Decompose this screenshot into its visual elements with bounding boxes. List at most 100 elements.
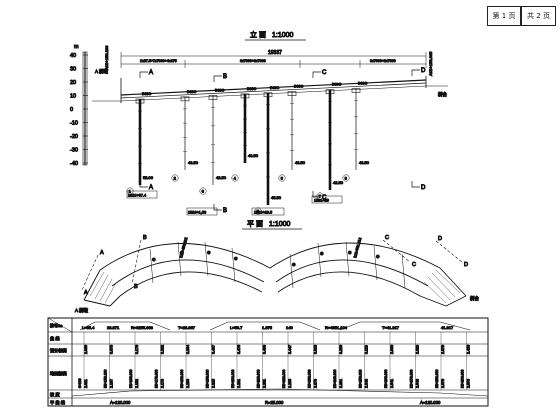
- axis-tick-label: -10: [70, 120, 78, 126]
- box-mark: D30C: [215, 88, 225, 92]
- row-label-plancurve: 平 曲 线: [50, 399, 66, 406]
- section-letter: B: [223, 208, 227, 214]
- box-label-4: 1521+29: [314, 199, 329, 203]
- section-letter: A: [149, 185, 153, 191]
- plan-section-line: [435, 240, 463, 263]
- end-station: AK0+158.665: [428, 51, 433, 76]
- box-mark: D30C: [270, 86, 280, 90]
- box-label-3: 1518+19.5: [254, 211, 272, 215]
- station-label: K0+180.000: [180, 370, 184, 388]
- design-elev: 3.304: [186, 345, 190, 354]
- station-label: K0+290.000: [461, 370, 465, 388]
- section-letter: C: [322, 70, 327, 76]
- pier-number: 3: [202, 189, 205, 194]
- axis-unit: m: [74, 44, 79, 50]
- plan-pier-label: ③: [207, 250, 211, 255]
- pier-cap: [351, 88, 361, 93]
- ground-elev: 2.178: [161, 379, 165, 388]
- axis-tick-label: 10: [70, 93, 76, 99]
- design-elev: 3.073: [110, 345, 114, 354]
- ground-elev: 2.231: [263, 379, 267, 388]
- plan-pier-label: ⑤: [292, 262, 296, 267]
- pile-depth: 42.50: [333, 180, 344, 185]
- ground-elev: 2.576: [441, 379, 445, 388]
- station-label: K0+280.000: [435, 370, 439, 388]
- ground-elev: 2.231: [237, 379, 241, 388]
- pier-number-circle: [231, 174, 239, 182]
- plan-pier-line: [149, 248, 154, 284]
- plan-pier-label: ⑧: [376, 254, 380, 259]
- box-mark: D30C: [332, 83, 342, 87]
- design-elev: 3.113: [365, 345, 369, 354]
- station-label: K0+190.000: [206, 370, 210, 388]
- box-label-1: 1513+67.4: [128, 194, 146, 198]
- pile-depth: 43.50: [188, 160, 199, 165]
- pile-depth: 45.50: [271, 195, 282, 200]
- plan-pier-line: [345, 241, 350, 277]
- pier-cap: [287, 91, 297, 96]
- row-label-design: 设计标高: [50, 347, 67, 354]
- pier-cap: [240, 93, 250, 99]
- span-formula-left: 1x37.5+7x7000+4x375: [140, 59, 177, 63]
- curve-param-5: L=59.7: [230, 325, 243, 330]
- plan-section-letter: D: [464, 262, 468, 268]
- elevation-box-labels: [126, 190, 343, 216]
- plan-section-letter: A: [84, 290, 88, 296]
- station-label: 0+000: [78, 378, 82, 388]
- axis-tick-label: 30: [70, 66, 76, 72]
- pile-depth: 43.50: [359, 160, 370, 165]
- axis-tick-label: 20: [70, 80, 76, 86]
- section-letter: C: [322, 195, 327, 201]
- station-label: K0+230.000: [308, 370, 312, 388]
- elevation-title: 立 面: [250, 30, 266, 39]
- section-letter: D: [421, 185, 426, 191]
- curve-param-3: R=3255.668: [131, 325, 154, 330]
- box-mark: D30C: [142, 92, 152, 96]
- plan-pier-label: ④: [234, 256, 238, 261]
- ground-elev: 2.273: [314, 379, 318, 388]
- curve-param-8: 41.917: [441, 325, 454, 330]
- profile-columns: 2.0002.0110+0003.0732.107K0+158.2363.176…: [78, 332, 471, 390]
- design-elev: 3.447: [288, 345, 292, 354]
- station-label: K0+270.000: [410, 370, 414, 388]
- row-label-ground: 地面标高: [50, 370, 67, 377]
- axis-tick-label: 0: [70, 107, 73, 113]
- sheet-total: 共 2 页: [521, 6, 556, 26]
- axis-tick-label: -20: [70, 134, 78, 140]
- plan-station-start: k12+450.222: [179, 237, 188, 258]
- axis-tick-label: -40: [70, 161, 78, 167]
- section-cut-top: [312, 71, 321, 78]
- abutment-left: A 桥墩: [95, 68, 109, 75]
- plan-scale: 1:1000: [269, 221, 291, 228]
- plan-roadway: [83, 242, 467, 307]
- pier-number: 2: [174, 176, 177, 181]
- design-elev: 2.823: [416, 345, 420, 354]
- plan-pier-line: [204, 241, 209, 277]
- profile-table: [47, 317, 489, 407]
- section-letter: D: [421, 68, 426, 74]
- ground-elev: 2.291: [339, 379, 343, 388]
- pier-number-circle: [342, 174, 350, 182]
- plan-section-letter: C: [385, 235, 389, 241]
- box-label-2: 1516+1,53: [188, 211, 206, 215]
- section-cut-bottom: [312, 191, 321, 198]
- pier-number: 5: [257, 209, 260, 214]
- ground-elev: 2.543: [416, 379, 420, 388]
- plan-pier-label: ⑥: [320, 251, 324, 256]
- station-label: K0+260.000: [384, 370, 388, 388]
- plan-section-letter: C: [412, 262, 416, 268]
- plan-section-line: [131, 239, 142, 285]
- plan-pier-label: ⑦: [348, 250, 352, 255]
- plan-pier-line: [289, 253, 294, 289]
- plan-pier-label: ①: [152, 257, 156, 262]
- overall-dimension: [120, 52, 427, 68]
- plan-pier-line: [177, 241, 182, 277]
- pier-number: 6: [281, 176, 284, 181]
- elevation-axis: m: [74, 44, 88, 166]
- section-cut-bottom: [411, 181, 420, 188]
- design-elev: 3.475: [237, 345, 241, 354]
- plan-pier-line: [373, 245, 378, 281]
